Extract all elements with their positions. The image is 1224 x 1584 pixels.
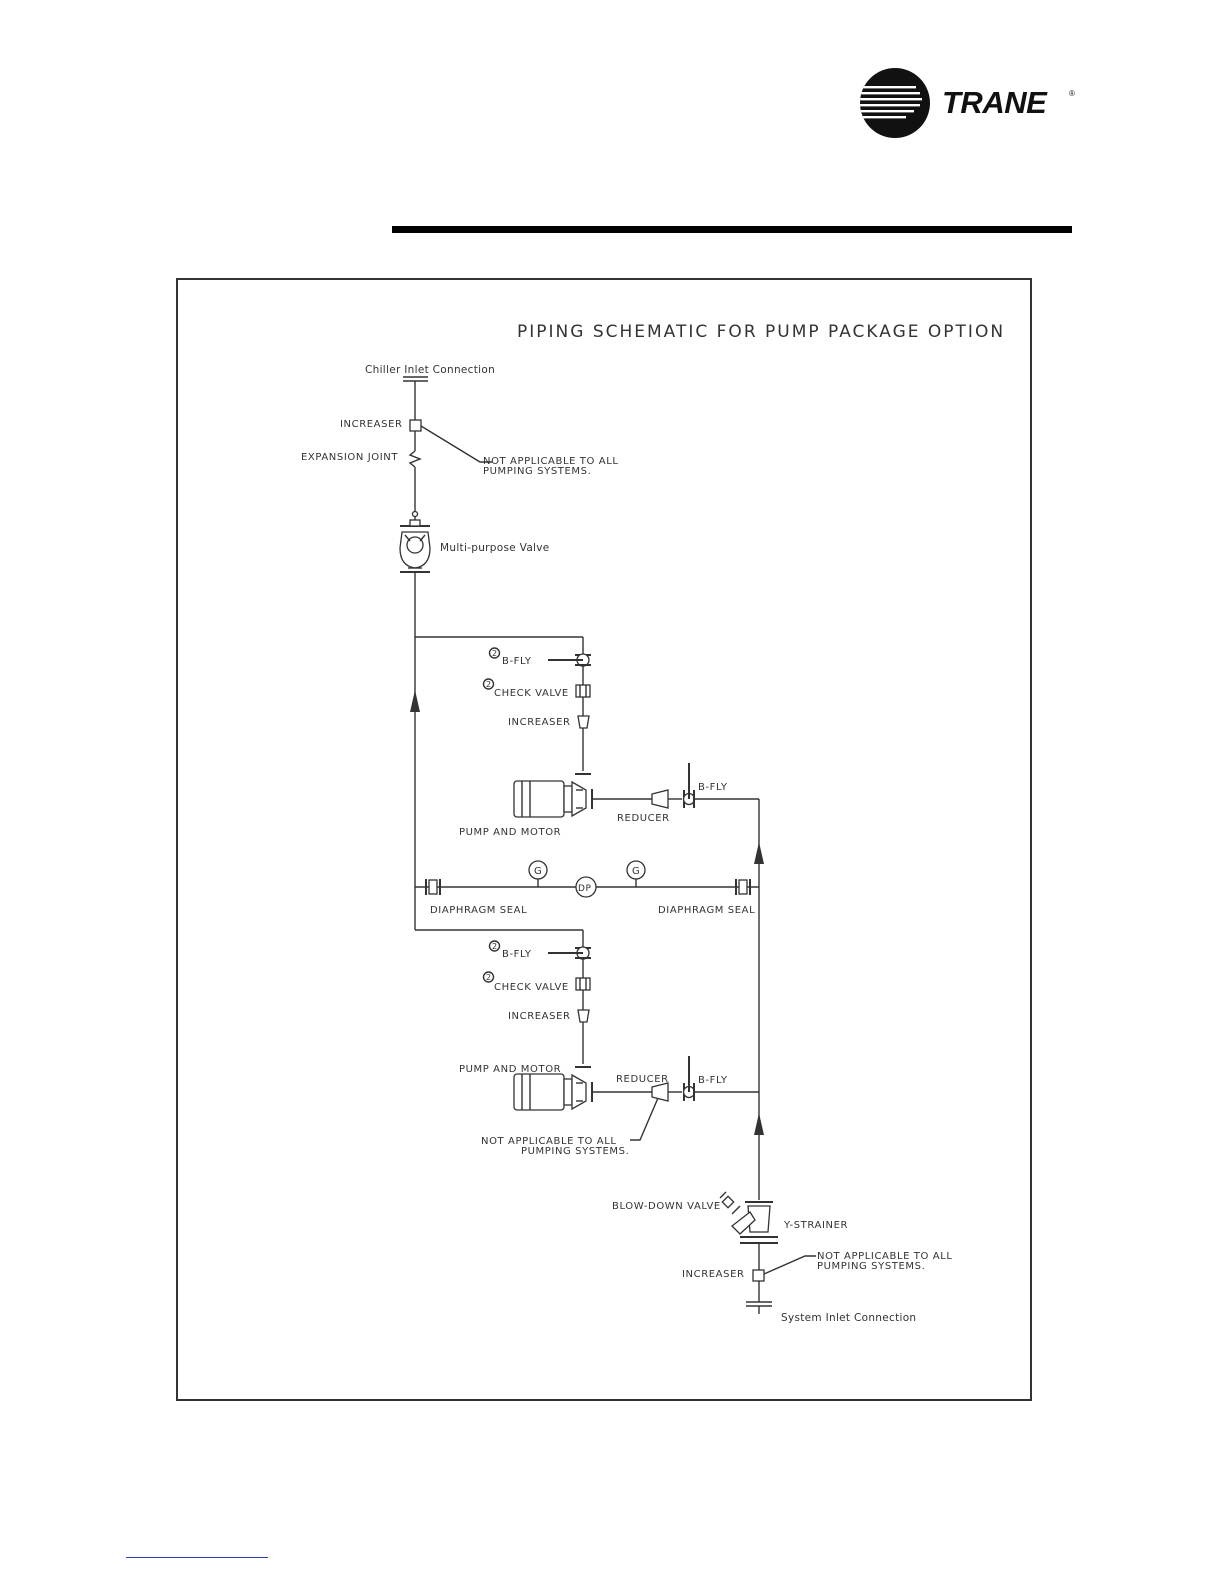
pump2-bfly-right-label: B-FLY <box>698 1075 728 1086</box>
pump1-increaser-label: INCREASER <box>508 717 571 728</box>
pump1-motor <box>513 780 593 818</box>
increaser-bottom-label: INCREASER <box>682 1269 745 1280</box>
chiller-inlet-flange <box>403 376 428 382</box>
blow-down-valve <box>719 1191 741 1215</box>
pump2-bfly-label: B-FLY <box>502 949 532 960</box>
pump1-increaser <box>577 715 590 729</box>
seal-right-label: DIAPHRAGM SEAL <box>658 905 755 916</box>
pump1-reducer-label: REDUCER <box>617 813 670 824</box>
note-mid-line2: PUMPING SYSTEMS. <box>521 1146 629 1157</box>
pump1-check-footnote: 2 <box>486 680 492 689</box>
gauge-left-label: G <box>534 866 542 877</box>
pump1-reducer <box>651 789 669 809</box>
flow-arrow-left <box>410 690 420 712</box>
increaser-top-label: INCREASER <box>340 419 403 430</box>
pump2-check-footnote: 2 <box>486 973 492 982</box>
seal-left-label: DIAPHRAGM SEAL <box>430 905 527 916</box>
note-top-leader <box>420 425 492 463</box>
note-bot-leader <box>763 1255 816 1275</box>
ystrainer-label: Y-STRAINER <box>783 1220 848 1231</box>
pump2-check-footnote-circle <box>482 971 495 983</box>
pump2-bfly-right-valve <box>682 1056 696 1101</box>
note-mid-leader <box>630 1097 659 1141</box>
diagram-title: PIPING SCHEMATIC FOR PUMP PACKAGE OPTION <box>517 322 1005 342</box>
pump2-check-label: CHECK VALVE <box>494 982 569 993</box>
note-top-line1: NOT APPLICABLE TO ALL <box>483 456 619 467</box>
pump2-motor <box>513 1073 593 1111</box>
pump2-reducer <box>651 1082 669 1102</box>
pump1-bfly-label: B-FLY <box>502 656 532 667</box>
pump2-reducer-label: REDUCER <box>616 1074 669 1085</box>
pump1-check-label: CHECK VALVE <box>494 688 569 699</box>
pump1-bfly-right-label: B-FLY <box>698 782 728 793</box>
pump1-check-valve <box>575 684 591 698</box>
blowdown-label: BLOW-DOWN VALVE <box>612 1201 721 1212</box>
trane-logo: TRANE ® <box>860 68 1075 138</box>
pump2-label: PUMP AND MOTOR <box>459 1064 561 1075</box>
pump1-bfly-footnote: 2 <box>492 649 498 658</box>
header-rule <box>392 226 1072 233</box>
increaser-bottom <box>752 1269 765 1282</box>
gauge-left <box>528 860 548 880</box>
pump2-increaser-label: INCREASER <box>508 1011 571 1022</box>
pump1-check-footnote-circle <box>482 678 495 690</box>
footer-link-underline[interactable] <box>126 1557 268 1558</box>
diagram-frame <box>176 278 1032 1401</box>
pump1-bfly-right-valve <box>682 763 696 808</box>
gauge-right-label: G <box>632 866 640 877</box>
multi-purpose-valve <box>399 508 431 573</box>
brand-wordmark: TRANE <box>942 85 1048 120</box>
pump2-bfly-valve <box>548 946 591 960</box>
pump2-bfly-footnote: 2 <box>492 942 498 951</box>
diaphragm-seal-left <box>425 879 441 895</box>
pump1-bfly-valve <box>548 653 591 667</box>
note-mid-line1: NOT APPLICABLE TO ALL <box>481 1136 617 1147</box>
diaphragm-seal-right <box>735 879 751 895</box>
note-bot-line2: PUMPING SYSTEMS. <box>817 1261 925 1272</box>
chiller-inlet-label: Chiller Inlet Connection <box>365 364 495 376</box>
system-inlet-flange <box>746 1301 772 1307</box>
multi-valve-label: Multi-purpose Valve <box>440 542 550 554</box>
flow-arrow-right-upper <box>754 842 764 864</box>
expansion-joint-symbol <box>408 450 422 468</box>
pump1-label: PUMP AND MOTOR <box>459 827 561 838</box>
expansion-joint-label: EXPANSION JOINT <box>301 452 398 463</box>
pump1-bfly-footnote-circle <box>488 647 501 659</box>
note-bot-line1: NOT APPLICABLE TO ALL <box>817 1251 953 1262</box>
gauge-dp <box>575 876 597 898</box>
system-inlet-label: System Inlet Connection <box>781 1312 916 1324</box>
logo-stripes <box>860 86 922 119</box>
logo-disc <box>860 68 930 138</box>
pump2-check-valve <box>575 977 591 991</box>
note-top-line2: PUMPING SYSTEMS. <box>483 466 591 477</box>
gauge-dp-label: DP <box>578 884 592 894</box>
y-strainer <box>731 1205 778 1244</box>
gauge-right <box>626 860 646 880</box>
brand-registered-mark: ® <box>1069 89 1075 98</box>
increaser-top <box>409 419 422 432</box>
flow-arrow-right-lower <box>754 1113 764 1135</box>
pump2-increaser <box>577 1009 590 1023</box>
pump2-bfly-footnote-circle <box>488 940 501 952</box>
